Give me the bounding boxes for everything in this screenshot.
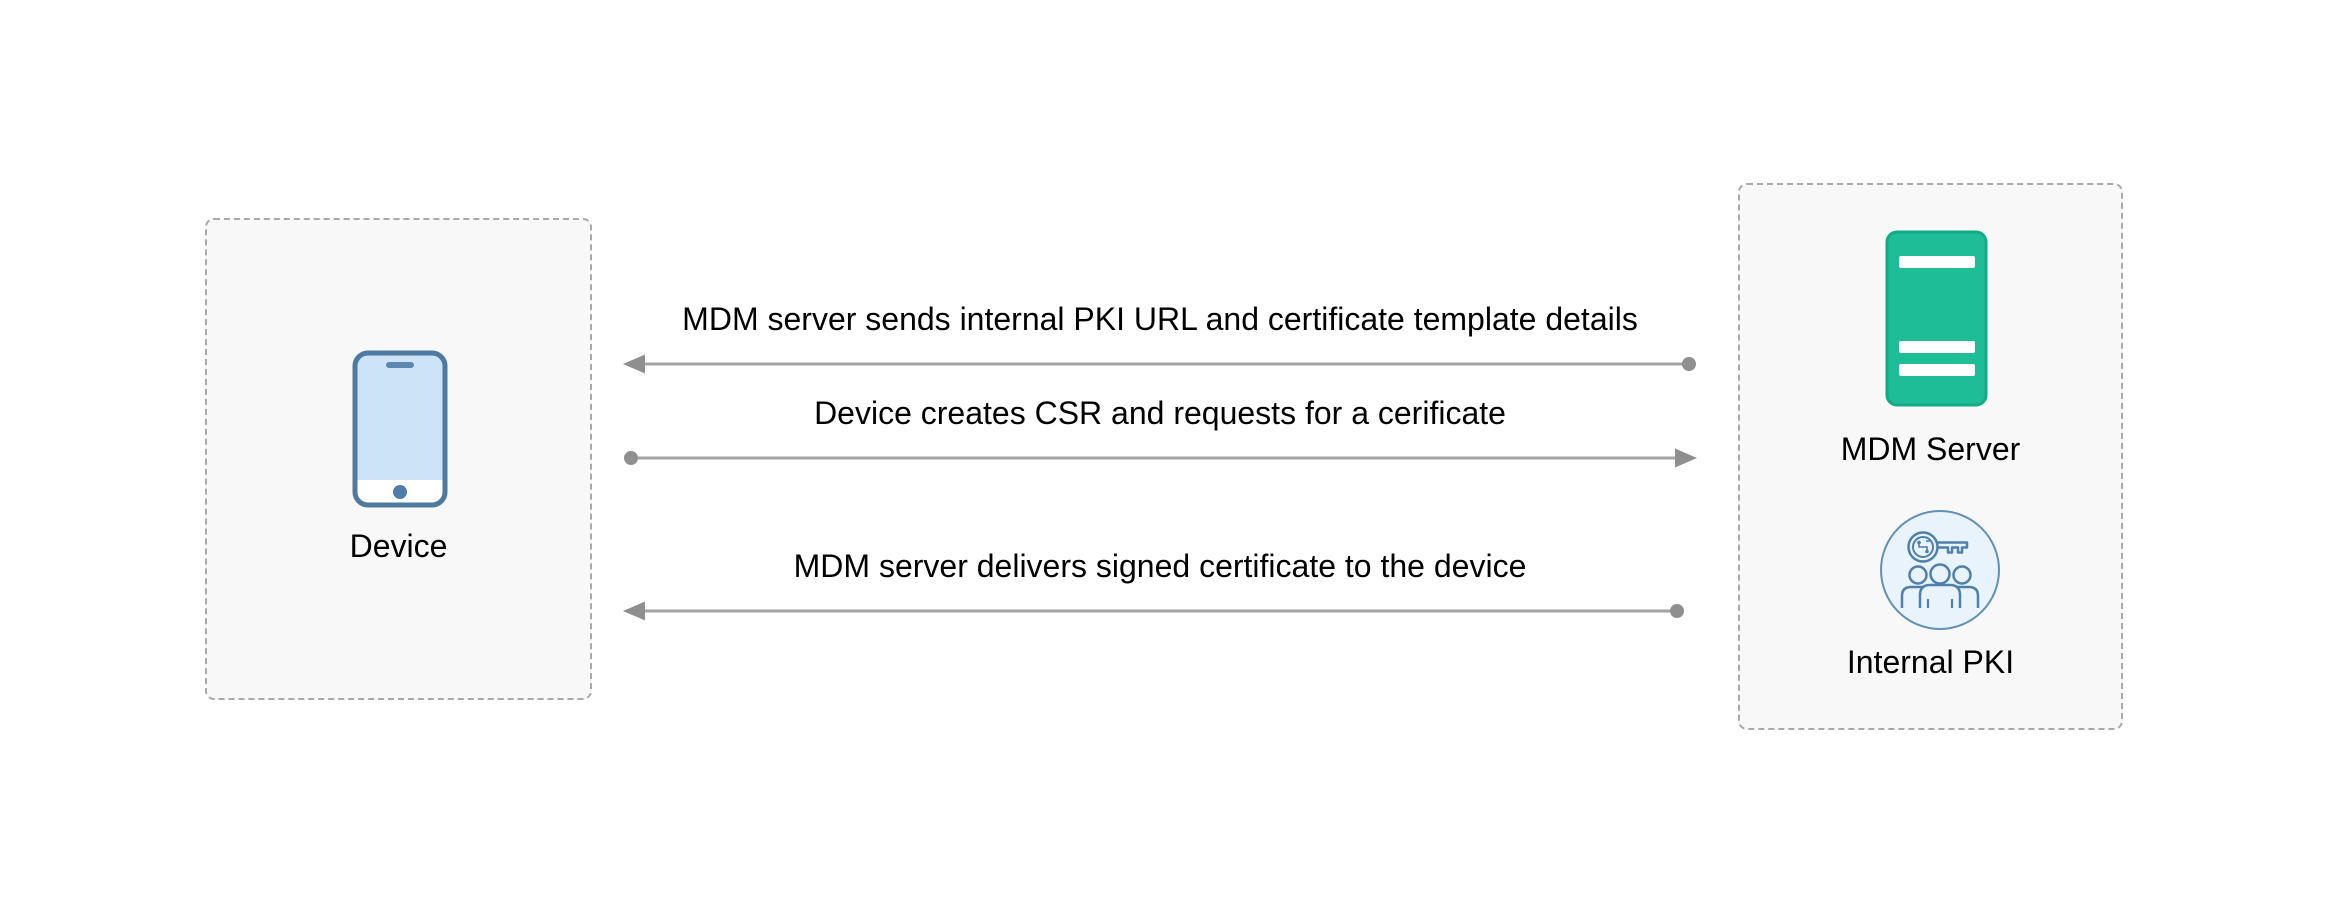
device-label: Device	[349, 528, 448, 564]
device-container: Device	[205, 218, 592, 700]
message-2-label: Device creates CSR and requests for a ce…	[814, 395, 1506, 431]
arrow-left-icon	[623, 601, 1684, 621]
message-send-pki-url: MDM server sends internal PKI URL and ce…	[620, 300, 1700, 376]
message-3-label: MDM server delivers signed certificate t…	[793, 548, 1527, 584]
message-1-label: MDM server sends internal PKI URL and ce…	[682, 301, 1638, 337]
arrow-left-icon	[623, 354, 1696, 374]
internal-pki-label: Internal PKI	[1846, 644, 2015, 680]
message-deliver-certificate: MDM server delivers signed certificate t…	[620, 547, 1700, 623]
mdm-server-container: MDM Server Internal PKI	[1738, 183, 2123, 730]
arrow-right-icon	[624, 448, 1697, 468]
smartphone-icon	[352, 350, 448, 508]
internal-pki-icon	[1880, 510, 2000, 630]
server-icon	[1885, 230, 1988, 407]
message-create-csr: Device creates CSR and requests for a ce…	[620, 394, 1700, 470]
mdm-server-label: MDM Server	[1840, 431, 2021, 467]
